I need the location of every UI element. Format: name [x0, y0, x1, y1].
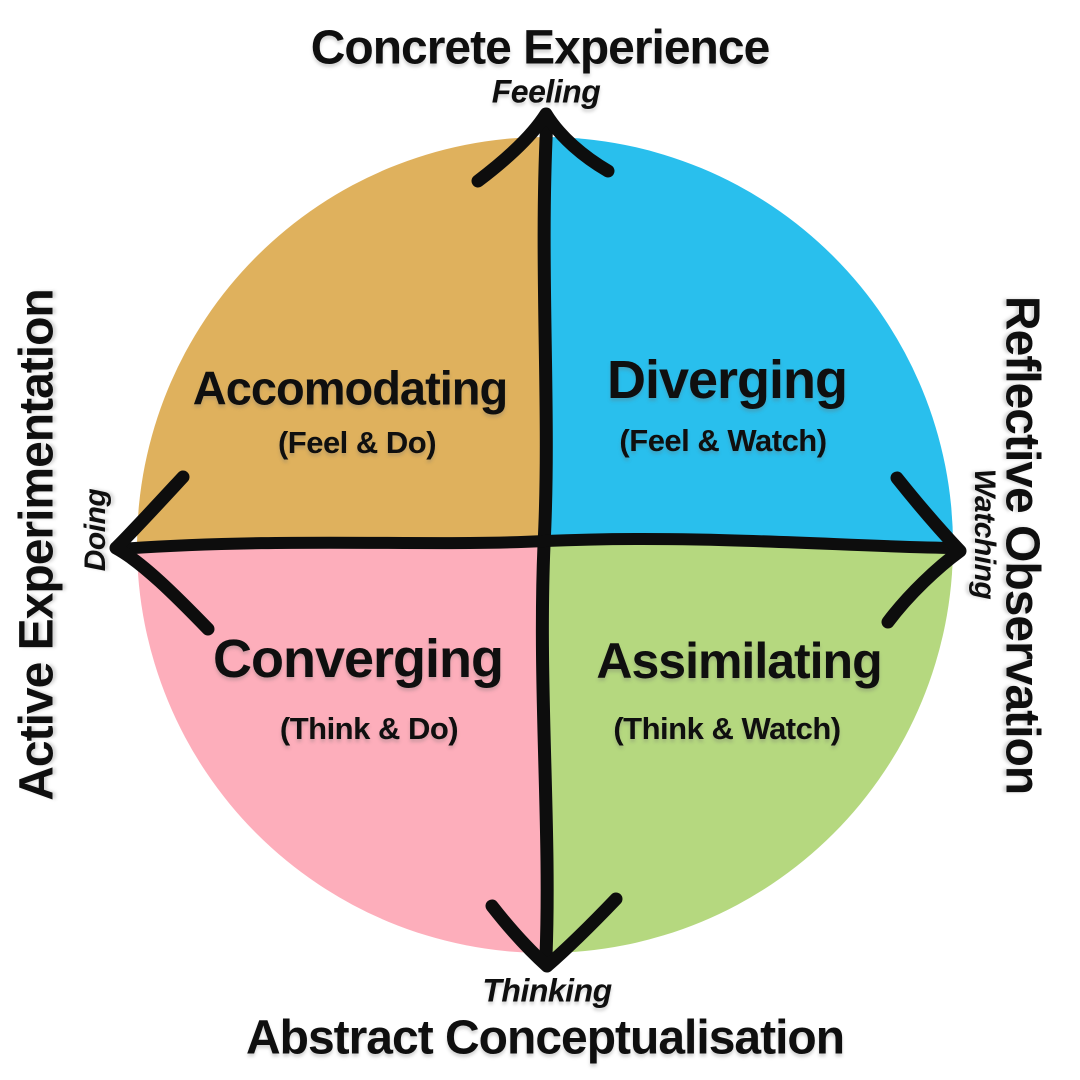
- quadrant-sector-top-left: [137, 137, 545, 545]
- quadrant-label-diverging: Diverging: [606, 350, 848, 410]
- quadrant-sublabel-think-do: (Think & Do): [279, 711, 459, 746]
- quadrant-sublabel-feel-do: (Feel & Do): [277, 425, 437, 460]
- arrowhead-right-icon: [881, 471, 967, 629]
- axis-title-abstract-conceptualisation: Abstract Conceptualisation: [245, 1011, 845, 1065]
- quadrant-sublabel-feel-watch: (Feel & Watch): [619, 423, 827, 458]
- arrowhead-top-icon: [471, 107, 615, 188]
- axis-subtitle-feeling: Feeling: [491, 73, 601, 110]
- arrowhead-bottom-icon: [485, 892, 623, 973]
- axis-subtitle-watching: Watching: [968, 468, 1001, 600]
- quadrant-sector-bottom-right: [545, 545, 953, 953]
- axis-subtitle-doing: Doing: [79, 488, 112, 572]
- quadrant-label-converging: Converging: [212, 629, 504, 689]
- axis-title-active-experimentation: Active Experimentation: [10, 289, 64, 801]
- axis-title-concrete-experience: Concrete Experience: [310, 21, 771, 75]
- quadrant-sector-top-right: [545, 137, 953, 545]
- arrowhead-left-icon: [109, 470, 215, 636]
- axis-subtitle-thinking: Thinking: [482, 972, 612, 1009]
- horizontal-axis-line: [114, 532, 962, 555]
- quadrant-label-accomodating: Accomodating: [192, 361, 508, 415]
- quadrant-sector-bottom-left: [137, 545, 545, 953]
- quadrant-sublabel-think-watch: (Think & Watch): [613, 711, 841, 746]
- axis-title-reflective-observation: Reflective Observation: [995, 295, 1049, 795]
- quadrant-label-assimilating: Assimilating: [596, 633, 882, 689]
